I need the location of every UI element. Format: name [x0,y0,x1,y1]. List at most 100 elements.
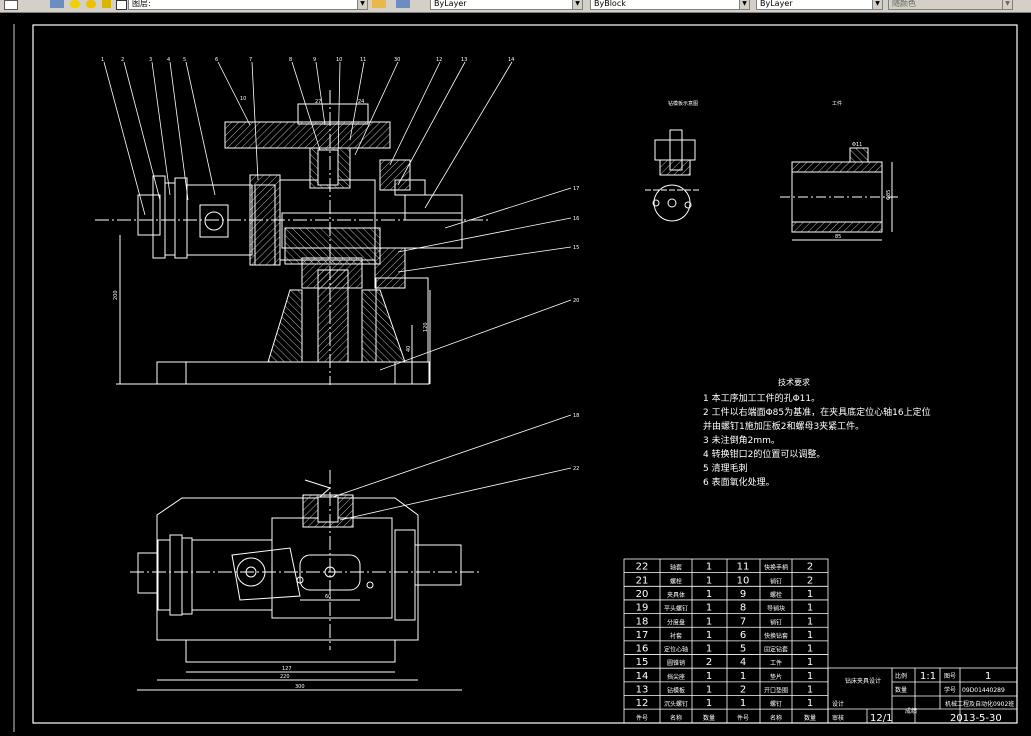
grade-label: 成绩 [905,707,917,715]
bom-cell: 定位心轴 [664,646,688,654]
tech-item-6: 5 清理毛刺 [703,462,748,474]
check-label: 审核 [832,714,844,722]
drawing-canvas[interactable]: 200 120 40 10 27 24 1 2 3 4 5 6 7 8 [0,13,1031,732]
chevron-down-icon[interactable]: ▼ [1002,0,1012,9]
bom-cell: 1 [706,630,712,641]
bom-cell: 工件 [770,659,782,667]
scale-value: 1:1 [920,671,936,682]
bom-cell: 1 [807,685,813,696]
linetype-combo-value: ByBlock [594,0,626,8]
bom-cell: 2 [706,657,712,668]
balloon-12: 12 [436,57,442,63]
bom-cell: 螺栓 [770,591,782,599]
bom-cell: 1 [706,685,712,696]
color-combo-value: ByLayer [434,0,467,8]
plotstyle-combo[interactable]: 随颜色 ▼ [888,0,1013,10]
drawing-name: 钻床夹具设计 [845,677,881,685]
bom-cell: 1 [740,671,746,682]
bom-cell: 1 [807,657,813,668]
sun-icon[interactable] [86,0,96,8]
bom-cell: 夹具体 [667,591,685,599]
tech-item-7: 6 表面氧化处理。 [703,476,775,488]
score: 12/1 [870,713,892,724]
lineweight-combo[interactable]: ByLayer ▼ [756,0,883,10]
bom-cell: 13 [636,685,649,696]
bom-cell: 11 [737,562,750,573]
dim-mid-label: 40 [406,346,412,352]
dim-top-b-label: 27 [315,99,321,105]
dim-bottom-outer-label: 300 [295,684,305,690]
front-view [95,90,490,385]
balloon-11: 11 [360,57,366,63]
bom-cell: 钻模板 [667,687,685,695]
dim-bottom-inner-label: 127 [282,666,292,672]
balloon-16: 16 [573,216,579,222]
lightbulb-icon[interactable] [70,0,80,8]
lineweight-combo-value: ByLayer [760,0,793,8]
bom-cell: 开口垫圈 [764,687,788,695]
bom-cell: 17 [636,630,649,641]
balloon-15: 15 [573,245,579,251]
bom-cell: 1 [706,589,712,600]
top-view [130,470,480,691]
bom-cell: 1 [740,698,746,709]
leader-lines [103,61,572,521]
tech-requirements: 技术要求 1 本工序加工工件的孔Φ11。 2 工件以右端面Φ85为基准，在夹具底… [703,377,931,488]
balloon-8: 8 [289,57,292,63]
tech-item-1: 1 本工序加工工件的孔Φ11。 [703,392,820,404]
balloon-7: 7 [249,57,252,63]
bom-cell: 快换钻套 [764,632,788,640]
drawing-border [32,24,1018,724]
dim-top-c-label: 24 [358,99,364,105]
qty-label: 数量 [895,686,907,694]
bom-cell: 固定钻套 [764,646,788,654]
layer-manager-icon[interactable] [4,0,18,10]
bom-header-cell: 数量 [804,714,816,722]
chevron-down-icon[interactable]: ▼ [357,0,367,9]
lock-icon[interactable] [102,0,111,8]
bom-cell: 12 [636,698,649,709]
bom-cell: 22 [636,562,649,573]
bom-cell: 销钉 [770,577,782,585]
balloon-10: 10 [336,57,342,63]
plotstyle-combo-value: 随颜色 [892,0,916,8]
bom-cell: 19 [636,603,649,614]
color-swatch-icon[interactable] [116,0,127,10]
linetype-combo[interactable]: ByBlock ▼ [590,0,750,10]
bom-cell: 衬套 [670,632,682,640]
bom-cell: 销钉 [770,618,782,626]
bom-cell: 1 [807,644,813,655]
bom-cell: 20 [636,589,649,600]
dim-bottom-mid-label: 220 [280,674,290,680]
bom-cell: 圆锥销 [667,659,685,667]
bom-table [623,558,1018,724]
bom-cell: 1 [807,671,813,682]
color-combo[interactable]: ByLayer ▼ [430,0,583,10]
properties-toolbar: 图层: ▼ ByLayer ▼ ByBlock ▼ ByLayer ▼ 随颜色 … [0,0,1031,13]
balloon-17: 17 [573,186,579,192]
bom-cell: 1 [706,603,712,614]
bom-cell: 5 [740,644,746,655]
balloon-20: 20 [573,298,579,304]
bom-cell: 21 [636,575,649,586]
bom-cell: 1 [706,644,712,655]
bom-cell: 螺栓 [670,577,682,585]
tech-item-4: 3 未注倒角2mm。 [703,434,780,446]
make-current-icon[interactable] [372,0,386,8]
student-label: 学号 [944,686,956,694]
chevron-down-icon[interactable]: ▼ [739,0,749,9]
detail-workpiece [780,147,900,241]
bom-cell: 16 [636,644,649,655]
balloon-18: 18 [573,413,579,419]
bom-cell: 14 [636,671,649,682]
balloon-5: 5 [183,57,186,63]
layer-state-icon[interactable] [50,0,64,8]
layer-previous-icon[interactable] [396,0,410,8]
chevron-down-icon[interactable]: ▼ [872,0,882,9]
chevron-down-icon[interactable]: ▼ [572,0,582,9]
scale-label: 比例 [895,672,907,680]
tech-item-5: 4 转换钳口2的位置可以调整。 [703,448,825,460]
bom-cell: 平头螺钉 [664,605,688,613]
layer-combo[interactable]: 图层: ▼ [128,0,368,10]
